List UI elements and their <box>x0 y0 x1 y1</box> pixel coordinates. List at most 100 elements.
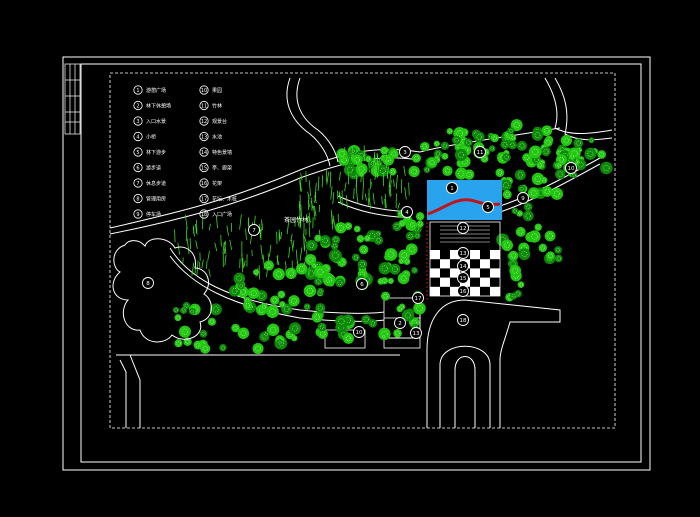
tree <box>336 148 348 160</box>
bamboo-stalk <box>373 152 376 166</box>
bamboo-stalk <box>373 165 377 173</box>
plan-marker: 10 <box>565 162 577 174</box>
inner-frame <box>80 63 642 463</box>
legend-label: 花架 <box>212 180 222 187</box>
tree <box>403 257 411 265</box>
bamboo-stalk <box>381 152 384 161</box>
legend-marker <box>133 162 143 173</box>
tree <box>408 220 417 230</box>
tree <box>335 222 347 234</box>
tree <box>488 145 496 152</box>
bamboo-stalk <box>318 229 321 238</box>
tree <box>330 242 339 250</box>
tree <box>518 248 531 261</box>
legend-number: 17 <box>201 197 207 203</box>
tree <box>272 268 285 281</box>
tree <box>233 272 246 285</box>
bamboo-stalk <box>298 203 301 216</box>
tree <box>510 292 518 300</box>
bamboo-stalk <box>333 218 336 228</box>
tree <box>554 246 562 254</box>
bamboo-stalk <box>404 187 407 200</box>
legend-label: 入口水景 <box>146 118 166 125</box>
tree <box>507 127 515 135</box>
tree <box>331 235 341 245</box>
tree <box>411 267 418 274</box>
legend-label: 游憩广场 <box>146 87 166 94</box>
tree <box>174 314 182 322</box>
tree <box>277 290 286 299</box>
tree <box>380 291 390 301</box>
legend-number: 10 <box>201 88 207 94</box>
bamboo-stalk <box>201 259 204 269</box>
tree <box>373 235 384 245</box>
bamboo-stalk <box>338 191 342 200</box>
tree <box>380 333 387 340</box>
paving-tile <box>450 268 460 278</box>
tree <box>324 278 332 285</box>
legend-number: 11 <box>201 104 207 110</box>
bamboo-stalk <box>192 225 195 237</box>
bamboo-stalk <box>306 215 309 224</box>
tree <box>502 153 511 162</box>
plan-marker: 12 <box>457 222 469 234</box>
tree <box>408 165 420 178</box>
bamboo-stalk <box>374 168 378 180</box>
drawing-boundary <box>109 72 616 429</box>
plan-marker: 13 <box>457 247 469 259</box>
paving-tile <box>470 286 480 296</box>
bamboo-stalk <box>255 269 258 277</box>
area-label: 茶园竹林 <box>284 216 308 224</box>
tree <box>433 149 443 158</box>
large-tree-outline <box>112 238 212 343</box>
tree <box>304 253 317 266</box>
tree <box>540 176 548 184</box>
tree <box>398 257 405 265</box>
tree <box>550 187 564 200</box>
title-strip <box>64 63 81 135</box>
bamboo-stalk <box>223 240 227 254</box>
legend-item: 17 花坛、木桩 <box>199 193 237 204</box>
bamboo-stalk <box>307 194 310 211</box>
bamboo-stalk <box>347 172 350 185</box>
bamboo-stalk <box>299 177 302 192</box>
bamboo-stalk <box>207 250 210 261</box>
bamboo-stalk <box>299 180 302 192</box>
tree <box>584 147 597 160</box>
bamboo-stalk <box>356 190 359 205</box>
plan-marker-number: 13 <box>413 331 420 337</box>
bamboo-stalk <box>384 193 387 209</box>
paving-tile <box>490 268 500 278</box>
tree <box>314 265 327 279</box>
bamboo-stalk <box>276 256 280 266</box>
bamboo-stalk <box>260 219 264 230</box>
legend-marker <box>199 116 209 126</box>
tree <box>560 134 573 147</box>
legend-marker <box>133 178 143 188</box>
bamboo-stalk <box>377 163 380 178</box>
tree <box>597 150 606 159</box>
tree <box>536 161 544 169</box>
tree <box>541 186 553 197</box>
bamboo-stalk <box>189 237 192 250</box>
bamboo-stalk <box>360 170 363 183</box>
paving-tile <box>440 259 450 269</box>
tree <box>515 226 526 237</box>
tree <box>528 230 541 243</box>
tree <box>508 250 519 261</box>
paving-tile <box>470 250 480 260</box>
bamboo-stalk <box>342 146 346 163</box>
legend-label: 休息步道 <box>146 180 166 187</box>
tree <box>452 135 461 145</box>
legend-number: 18 <box>201 212 207 218</box>
bamboo-stalk <box>229 239 233 250</box>
plan-marker-number: 4 <box>405 210 409 216</box>
legend-label: 花坛、木桩 <box>212 196 237 203</box>
bamboo-stalk <box>191 262 195 276</box>
paving-tile <box>450 250 460 260</box>
